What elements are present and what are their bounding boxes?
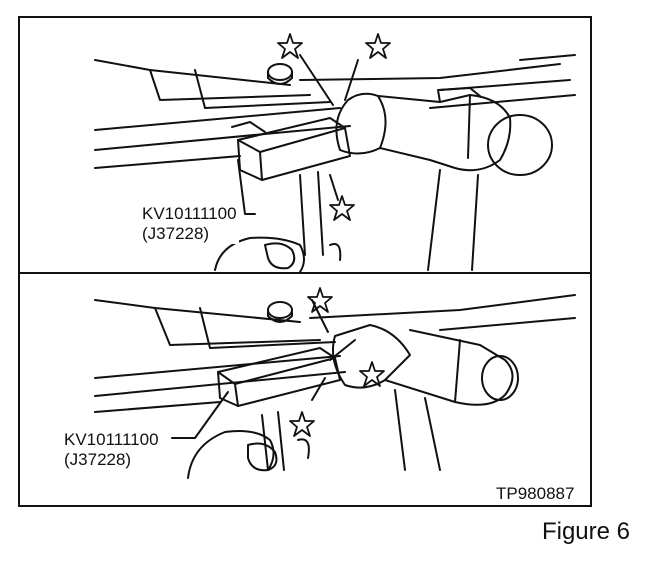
bottom-tool-alt-number: (J37228) xyxy=(64,450,132,469)
impact-stars xyxy=(289,287,385,437)
bottom-tool-label: KV10111100 (J37228) xyxy=(62,430,161,470)
top-tool-part-number: KV10111100 xyxy=(142,204,237,223)
top-tool-label: KV10111100 (J37228) xyxy=(140,204,239,244)
figure-frame xyxy=(18,16,592,507)
figure-caption: Figure 6 xyxy=(541,518,630,545)
top-tool-alt-number: (J37228) xyxy=(142,224,210,243)
panel-divider xyxy=(18,272,592,274)
figure-code: TP980887 xyxy=(496,484,575,503)
impact-stars xyxy=(277,33,391,221)
bottom-tool-part-number: KV10111100 xyxy=(64,430,159,449)
